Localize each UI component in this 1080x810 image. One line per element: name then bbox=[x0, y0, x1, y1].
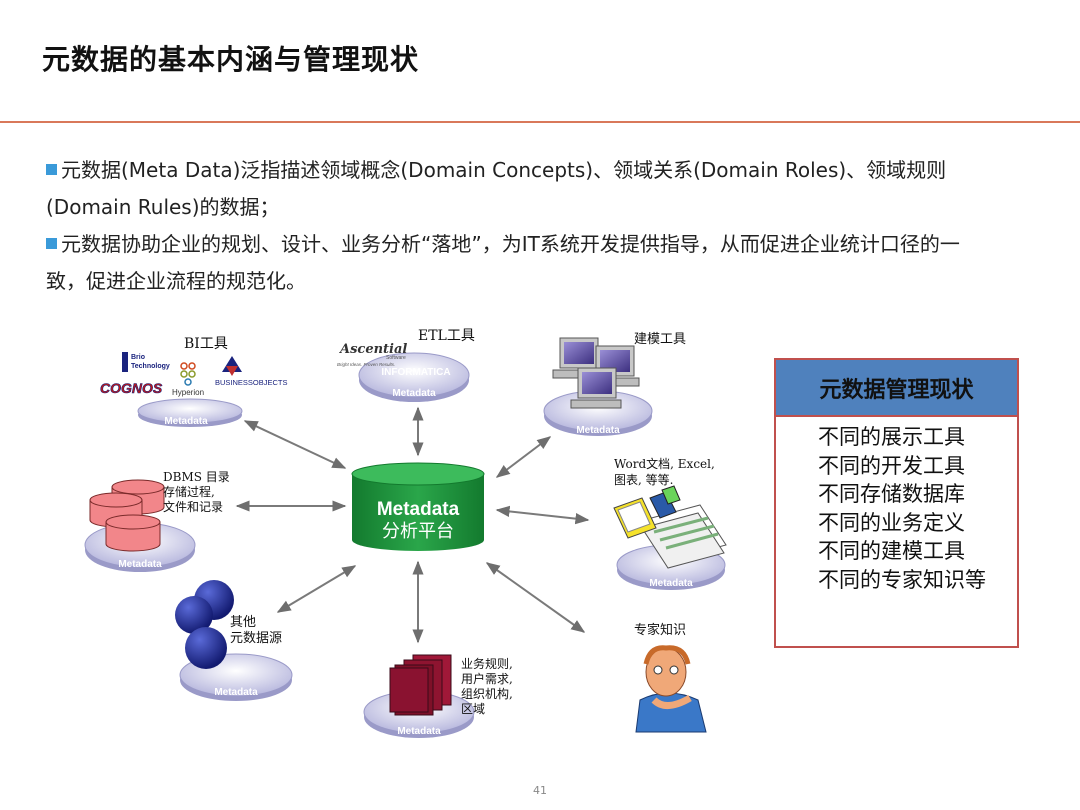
documents-icon bbox=[613, 485, 727, 569]
platform-label: Metadata bbox=[576, 425, 620, 436]
platform-label: Metadata bbox=[392, 388, 436, 399]
dbms-label: DBMS 目录 bbox=[163, 470, 230, 484]
status-item: 不同的展示工具 bbox=[818, 425, 965, 449]
bullet-item: 元数据(Meta Data)泛指描述领域概念(Domain Concepts)、… bbox=[46, 152, 1036, 189]
business-label: 业务规则, bbox=[461, 656, 513, 671]
arrow-word bbox=[495, 505, 590, 525]
platform-label: Metadata bbox=[397, 726, 441, 737]
node-bi-tools: BI工具 Brio Technology Hyperion BUSINESSOB… bbox=[100, 336, 288, 397]
title-divider bbox=[0, 121, 1080, 123]
dbms-label: 存储过程, bbox=[163, 484, 215, 499]
node-other-sources: 其他 元数据源 bbox=[175, 580, 282, 669]
platform-label: Metadata bbox=[214, 687, 258, 698]
database-cylinder-icon bbox=[89, 479, 165, 552]
status-item: 不同的开发工具 bbox=[818, 453, 965, 478]
dbms-label: 文件和记录 bbox=[163, 499, 223, 514]
platform-label: Metadata bbox=[118, 559, 162, 570]
other-label: 其他 bbox=[230, 615, 256, 630]
platform-label: Metadata bbox=[164, 416, 208, 427]
node-etl-tools: ETL工具 Ascential Software Bright Ideas. P… bbox=[337, 328, 475, 367]
informatica-logo: INFORMATICA bbox=[381, 367, 450, 378]
bullet-square-icon bbox=[46, 238, 57, 249]
brio-logo: Brio Technology bbox=[122, 352, 170, 372]
computer-icon bbox=[570, 367, 622, 409]
node-modeling-tools: 建模工具 bbox=[552, 332, 686, 409]
cognos-logo: COGNOS bbox=[100, 380, 163, 396]
svg-text:Bright Ideas. Proven Results.: Bright Ideas. Proven Results. bbox=[337, 362, 395, 367]
connector-arrows bbox=[235, 406, 590, 644]
center-label-cn: 分析平台 bbox=[382, 521, 454, 542]
metadata-status-panel: 元数据管理现状 不同的展示工具 不同的开发工具 不同存储数据库 不同的业务定义 … bbox=[774, 358, 1019, 648]
svg-text:Ascential: Ascential bbox=[338, 342, 407, 357]
documents-label: 图表, 等等. bbox=[614, 473, 673, 487]
node-expert-knowledge: 专家知识 bbox=[634, 622, 707, 733]
bullet-text: 元数据协助企业的规划、设计、业务分析“落地”，为IT系统开发提供指导，从而促进企… bbox=[61, 232, 960, 256]
page-title: 元数据的基本内涵与管理现状 bbox=[42, 43, 420, 76]
arrow-other bbox=[276, 565, 357, 613]
arrow-expert bbox=[485, 562, 586, 633]
business-label: 区域 bbox=[461, 702, 485, 716]
bullet-continuation: (Domain Rules)的数据； bbox=[46, 195, 280, 219]
hyperion-logo: Hyperion bbox=[172, 362, 204, 397]
business-label: 组织机构, bbox=[461, 686, 513, 701]
modeling-title: 建模工具 bbox=[634, 332, 686, 347]
bullet-item: 元数据协助企业的规划、设计、业务分析“落地”，为IT系统开发提供指导，从而促进企… bbox=[46, 226, 1036, 263]
expert-title: 专家知识 bbox=[634, 622, 686, 638]
metadata-platform-center: Metadata 分析平台 bbox=[351, 462, 485, 551]
arrow-modeling bbox=[495, 436, 552, 478]
platform-bi: Metadata bbox=[137, 398, 243, 427]
bullet-continuation: 致，促进企业流程的规范化。 bbox=[46, 269, 306, 293]
node-dbms: DBMS 目录 存储过程, 文件和记录 bbox=[89, 470, 230, 552]
platform-etl: INFORMATICA Metadata bbox=[358, 352, 470, 402]
document-stack-icon bbox=[389, 654, 452, 716]
svg-text:Brio: Brio bbox=[131, 354, 145, 361]
node-documents: Word文档, Excel, 图表, 等等. bbox=[613, 456, 727, 569]
status-panel-title: 元数据管理现状 bbox=[819, 377, 974, 403]
status-item: 不同的专家知识等 bbox=[818, 567, 986, 592]
other-label: 元数据源 bbox=[230, 631, 282, 646]
bullet-square-icon bbox=[46, 164, 57, 175]
svg-text:Software: Software bbox=[386, 355, 406, 361]
platform-label: Metadata bbox=[649, 578, 693, 589]
sphere-cluster-icon bbox=[175, 580, 234, 669]
center-label-en: Metadata bbox=[377, 499, 460, 520]
ascential-logo: Ascential Software Bright Ideas. Proven … bbox=[337, 342, 407, 367]
status-list: 不同的展示工具 不同的开发工具 不同存储数据库 不同的业务定义 不同的建模工具 … bbox=[818, 423, 1017, 594]
arrow-bi bbox=[243, 420, 347, 469]
bi-title: BI工具 bbox=[184, 336, 228, 352]
status-item: 不同的建模工具 bbox=[818, 539, 965, 563]
status-item: 不同存储数据库 bbox=[818, 482, 965, 506]
bullet-text: 元数据(Meta Data)泛指描述领域概念(Domain Concepts)、… bbox=[61, 158, 947, 182]
bullet-list: 元数据(Meta Data)泛指描述领域概念(Domain Concepts)、… bbox=[46, 152, 1036, 300]
svg-text:BUSINESSOBJECTS: BUSINESSOBJECTS bbox=[215, 378, 288, 387]
svg-text:Technology: Technology bbox=[131, 363, 170, 370]
page-number: 41 bbox=[533, 784, 547, 797]
businessobjects-logo: BUSINESSOBJECTS bbox=[215, 356, 288, 387]
status-item: 不同的业务定义 bbox=[818, 510, 965, 535]
business-label: 用户需求, bbox=[461, 671, 513, 686]
expert-person-icon bbox=[635, 645, 707, 733]
etl-title: ETL工具 bbox=[418, 328, 475, 344]
svg-text:Hyperion: Hyperion bbox=[172, 388, 204, 397]
node-business-rules: 业务规则, 用户需求, 组织机构, 区域 bbox=[389, 654, 513, 716]
documents-label: Word文档, Excel, bbox=[614, 456, 715, 471]
status-panel-header: 元数据管理现状 bbox=[776, 360, 1017, 417]
